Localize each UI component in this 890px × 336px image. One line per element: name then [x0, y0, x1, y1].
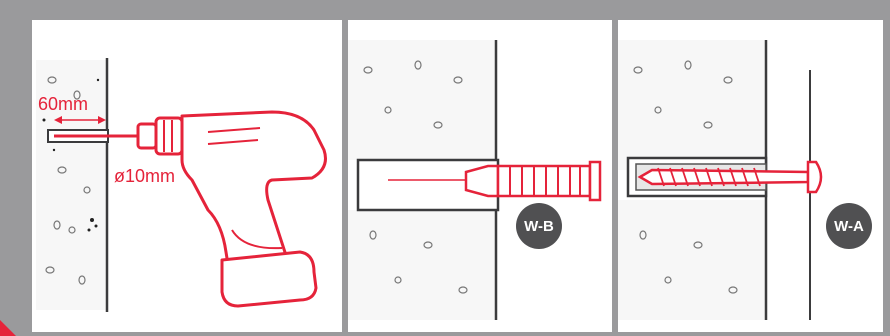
panel-insert-plug: W-B	[348, 20, 612, 332]
concrete-texture	[363, 60, 468, 294]
panel-screw-in: W-A	[618, 20, 883, 332]
depth-label: 60mm	[38, 94, 89, 114]
concrete-dots	[42, 78, 100, 232]
plug-ribs	[509, 166, 581, 196]
concrete-texture	[45, 76, 91, 285]
concrete-wall	[36, 60, 106, 310]
drill-details	[163, 120, 283, 250]
wall-plug	[464, 160, 602, 202]
drilling-illustration	[36, 58, 327, 312]
corner-accent	[0, 320, 16, 336]
plug-illustration	[348, 40, 602, 320]
screw-thread	[657, 167, 761, 187]
concrete-lower	[348, 210, 496, 320]
concrete-lower	[618, 200, 766, 320]
concrete-upper	[348, 40, 496, 160]
concrete-texture	[633, 60, 738, 294]
diameter-label: ø10mm	[114, 166, 176, 186]
concrete-upper	[618, 40, 766, 170]
drill-body	[136, 110, 327, 308]
step-badge: W-A	[826, 203, 872, 249]
screw	[637, 160, 823, 194]
screw-illustration	[618, 40, 823, 320]
panel-drilling: 60mm ø10mm	[32, 20, 342, 332]
step-badge: W-B	[516, 203, 562, 249]
